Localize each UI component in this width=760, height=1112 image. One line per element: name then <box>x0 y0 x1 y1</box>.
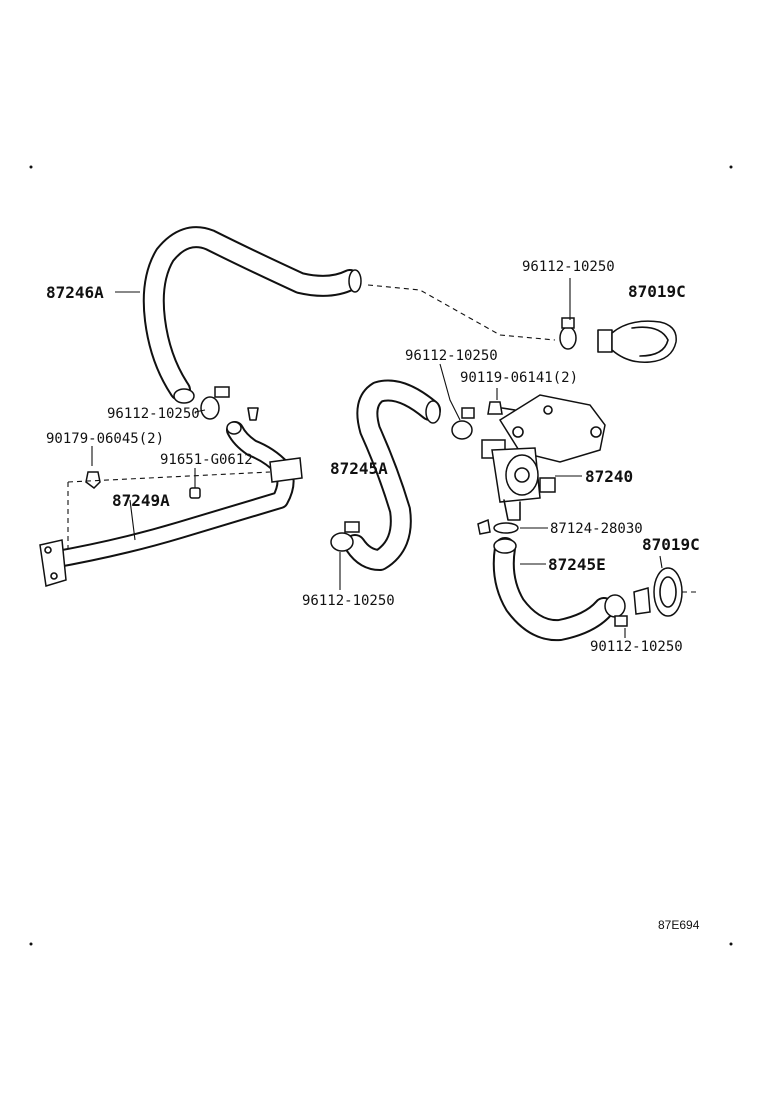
screw-87124 <box>477 518 519 535</box>
label-87245A: 87245A <box>330 459 388 478</box>
label-90119: 90119-06141(2) <box>460 370 578 386</box>
corner-mark-top-right <box>729 165 733 169</box>
bolt-90119 <box>487 401 516 415</box>
diagram-code: 87E694 <box>658 918 700 932</box>
pipe-87249A <box>39 407 303 587</box>
label-91651: 91651-G0612 <box>160 452 253 468</box>
dashed-link-87246A-87019C <box>367 284 556 341</box>
label-96112-top-right: 96112-10250 <box>522 259 615 275</box>
label-87240: 87240 <box>585 467 633 486</box>
label-96112-lower: 96112-10250 <box>302 593 395 609</box>
nut-90179 <box>85 471 101 489</box>
corner-mark-bottom-left <box>29 942 33 946</box>
label-87124: 87124-28030 <box>550 521 643 537</box>
label-96112-left: 96112-10250 <box>107 406 200 422</box>
label-90112: 90112-10250 <box>590 639 683 655</box>
label-87245E: 87245E <box>548 555 606 574</box>
valve-87240 <box>481 394 606 521</box>
clamp-96112-left <box>200 386 230 420</box>
leader-lines <box>91 278 663 638</box>
label-87019C-lower: 87019C <box>642 535 700 554</box>
label-96112-middle: 96112-10250 <box>405 348 498 364</box>
label-90179: 90179-06045(2) <box>46 431 164 447</box>
label-87246A: 87246A <box>46 283 104 302</box>
clamp-90112 <box>604 594 628 627</box>
grommet-91651 <box>189 487 201 499</box>
label-87249A: 87249A <box>112 491 170 510</box>
clamp-96112-top-right <box>559 317 577 350</box>
clamp-96112-lower <box>330 521 360 552</box>
corner-mark-top-left <box>29 165 33 169</box>
hose-87245A <box>344 379 441 571</box>
dashed-line-91651 <box>67 471 271 483</box>
hose-87246A <box>142 226 362 404</box>
clamp-96112-middle <box>451 407 475 440</box>
label-87019C-top: 87019C <box>628 282 686 301</box>
grommet-87019C-lower <box>633 567 700 617</box>
hose-87245E <box>492 537 615 642</box>
grommet-87019C-top <box>597 320 677 363</box>
corner-mark-bottom-right <box>729 942 733 946</box>
